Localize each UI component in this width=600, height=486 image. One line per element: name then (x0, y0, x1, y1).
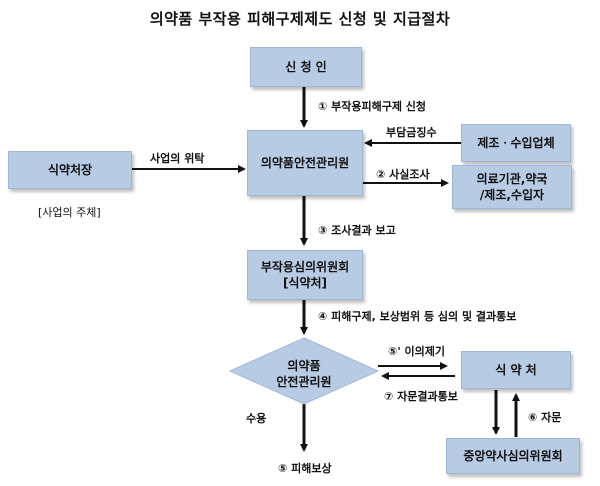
edge-label-levy: 부담금징수 (386, 126, 437, 139)
producer-box: 제조ㆍ수입업체 (461, 124, 571, 162)
agency-diamond: 의약품 안전관리원 (236, 344, 372, 404)
edge-label-objection: ⑤' 이의제기 (388, 345, 445, 358)
diagram-title: 의약품 부작용 피해구제제도 신청 및 지급절차 (149, 10, 451, 28)
edge-label-advice: ⑥ 자문 (528, 411, 562, 424)
mfds-label: 식 약 처 (495, 362, 537, 377)
edge-label-report: ③ 조사결과 보고 (318, 224, 396, 237)
committee-label: 부작용심의위원회 [식약처] (260, 259, 350, 290)
edge-label-apply: ① 부작용피해구제 신청 (318, 100, 427, 113)
kfds-note: [사업의 주체] (38, 206, 101, 219)
facility-label: 의료기관,약국 /제조,수입자 (476, 171, 548, 202)
edge-label-investigate: ② 사실조사 (376, 168, 430, 181)
applicant-label: 신 청 인 (285, 59, 327, 74)
committee-box: 부작용심의위원회 [식약처] (247, 250, 363, 300)
mfds-box: 식 약 처 (461, 351, 571, 389)
edge-label-deliberate: ④ 피해구제, 보상범위 등 심의 및 결과통보 (318, 310, 517, 323)
edge-label-compensation: ⑤ 피해보상 (278, 462, 332, 475)
edge-label-accept: 수용 (246, 412, 267, 425)
agency-diamond-shape (228, 337, 380, 405)
kfds-label: 식약처장 (47, 162, 93, 177)
kfds-box: 식약처장 (8, 151, 132, 189)
agency-label: 의약품안전관리원 (260, 155, 350, 170)
pharm-council-label: 중앙약사심의위원회 (463, 448, 563, 463)
facility-box: 의료기관,약국 /제조,수입자 (452, 165, 572, 209)
pharm-council-box: 중앙약사심의위원회 (446, 438, 580, 474)
applicant-box: 신 청 인 (250, 47, 362, 87)
edge-label-delegate: 사업의 위탁 (150, 152, 205, 165)
agency-diamond-label: 의약품 안전관리원 (276, 358, 332, 389)
agency-box: 의약품안전관리원 (247, 130, 363, 196)
edge-label-advice-result: ⑦ 자문결과통보 (384, 390, 458, 403)
producer-label: 제조ㆍ수입업체 (477, 135, 555, 150)
